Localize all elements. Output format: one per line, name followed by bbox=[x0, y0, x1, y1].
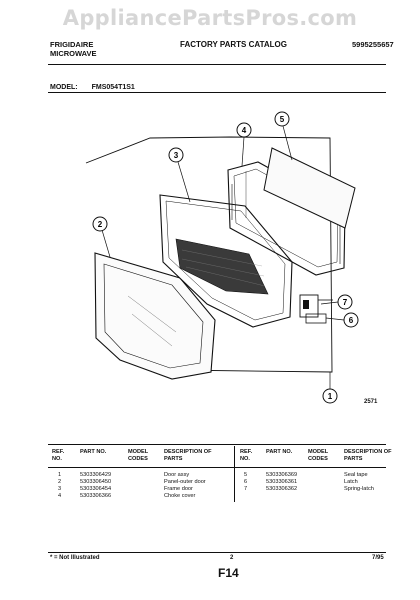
brand-block: FRIGIDAIRE MICROWAVE bbox=[50, 40, 97, 58]
callout-2-label: 2 bbox=[98, 220, 103, 229]
model-line: MODEL: FMS054T1S1 bbox=[50, 84, 135, 91]
header-model-codes-right: MODEL CODES bbox=[308, 449, 329, 462]
ref-cell: 2 bbox=[58, 479, 62, 485]
callout-5: 5 bbox=[274, 111, 290, 127]
callout-3: 3 bbox=[168, 147, 184, 163]
not-illustrated-note: * = Not Illustrated bbox=[50, 555, 100, 561]
header-ref-no-right: REF. NO. bbox=[240, 449, 253, 462]
callout-7: 7 bbox=[337, 294, 353, 310]
callout-7-label: 7 bbox=[343, 298, 348, 307]
page-id: F14 bbox=[218, 566, 239, 580]
header-part-no-right: PART NO. bbox=[266, 449, 293, 455]
desc-cell: Panel-outer door bbox=[164, 479, 206, 485]
desc-cell: Seal tape bbox=[344, 472, 368, 478]
desc-cell: Door assy bbox=[164, 472, 190, 478]
ref-cell: 5 bbox=[244, 472, 248, 478]
figure-number: 2571 bbox=[364, 399, 378, 405]
outer-door-panel bbox=[94, 252, 216, 380]
desc-cell: Latch bbox=[344, 479, 358, 485]
choke-cover-frame bbox=[227, 161, 346, 276]
desc-cell: Spring-latch bbox=[344, 486, 374, 492]
callout-5-label: 5 bbox=[280, 115, 285, 124]
header-divider bbox=[48, 64, 386, 65]
page-number: 2 bbox=[230, 555, 234, 561]
brand-name: FRIGIDAIRE bbox=[50, 40, 94, 49]
ref-cell: 6 bbox=[244, 479, 248, 485]
callout-4: 4 bbox=[236, 122, 252, 138]
callout-3-label: 3 bbox=[174, 151, 179, 160]
document-number: 5995255657 bbox=[352, 40, 394, 49]
callout-1: 1 bbox=[322, 388, 338, 404]
ref-cell: 7 bbox=[244, 486, 248, 492]
header-model-codes-left: MODEL CODES bbox=[128, 449, 149, 462]
product-type: MICROWAVE bbox=[50, 49, 97, 58]
part-cell: 5303306429 bbox=[80, 472, 112, 478]
header-description-right: DESCRIPTION OF PARTS bbox=[344, 449, 392, 462]
callout-2: 2 bbox=[92, 216, 108, 232]
callout-6: 6 bbox=[343, 312, 359, 328]
ref-cell: 4 bbox=[58, 493, 62, 499]
latch-assembly bbox=[299, 294, 333, 324]
catalog-title: FACTORY PARTS CATALOG bbox=[180, 40, 287, 49]
model-number: FMS054T1S1 bbox=[91, 84, 135, 91]
callout-6-label: 6 bbox=[349, 316, 354, 325]
leader-lines bbox=[101, 125, 345, 389]
part-cell: 5303306366 bbox=[80, 493, 112, 499]
header-description-left: DESCRIPTION OF PARTS bbox=[164, 449, 212, 462]
ref-cell: 3 bbox=[58, 486, 62, 492]
callout-1-label: 1 bbox=[328, 392, 333, 401]
watermark: AppliancePartsPros.com bbox=[62, 6, 358, 30]
header-part-no-left: PART NO. bbox=[80, 449, 107, 455]
seal-tape bbox=[263, 147, 356, 229]
desc-cell: Frame door bbox=[164, 486, 193, 492]
ref-cell: 1 bbox=[58, 472, 62, 478]
revision-date: 7/95 bbox=[372, 555, 384, 561]
table-header-rule bbox=[48, 467, 386, 468]
header-ref-no-left: REF. NO. bbox=[52, 449, 65, 462]
model-label: MODEL: bbox=[50, 84, 78, 91]
model-divider bbox=[48, 92, 386, 93]
door-frame bbox=[159, 194, 293, 328]
table-top-rule bbox=[48, 444, 386, 445]
callout-4-label: 4 bbox=[242, 126, 247, 135]
footer-rule bbox=[48, 552, 386, 553]
desc-cell: Choke cover bbox=[164, 493, 196, 499]
part-cell: 5303306362 bbox=[266, 486, 298, 492]
table-column-divider bbox=[234, 446, 235, 502]
part-cell: 5303306450 bbox=[80, 479, 112, 485]
part-cell: 5303306369 bbox=[266, 472, 298, 478]
part-cell: 5303306361 bbox=[266, 479, 298, 485]
part-cell: 5303306454 bbox=[80, 486, 112, 492]
